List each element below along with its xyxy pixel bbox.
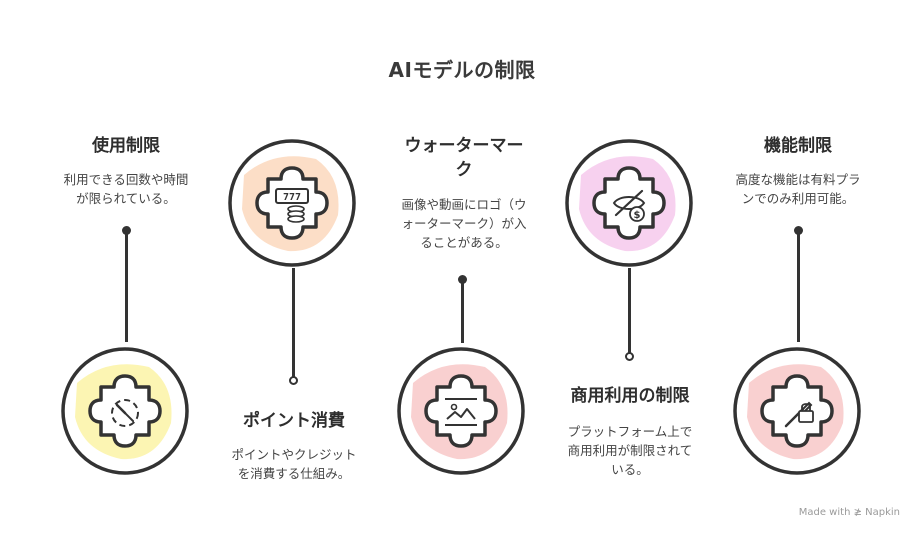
desc-line: 利用できる回数や時間	[63, 172, 189, 187]
image-watermark-icon	[445, 398, 477, 426]
heading-watermark: ウォーターマー ク	[386, 134, 542, 182]
connector-line	[628, 268, 631, 354]
desc-line: ることがある。	[420, 235, 508, 250]
desc-line: ポイントやクレジット	[231, 447, 357, 462]
heading-line: ク	[455, 160, 473, 180]
desc-line: ォーターマーク）が入	[401, 216, 527, 231]
heading-commercial-use: 商用利用の制限	[570, 386, 690, 406]
connector-end-ring	[625, 352, 634, 361]
heading-point-consumption: ポイント消費	[243, 411, 345, 431]
desc-line: 高度な機能は有料プラ	[735, 172, 861, 187]
desc-feature-limit: 高度な機能は有料プラ ンでのみ利用可能。	[708, 170, 888, 208]
desc-watermark: 画像や動画にロゴ（ウ ォーターマーク）が入 ることがある。	[374, 195, 554, 252]
connector-end-ring	[289, 376, 298, 385]
puzzle-piece-icon	[88, 374, 162, 448]
puzzle-piece-icon	[424, 374, 498, 448]
puzzle-piece-icon	[760, 374, 834, 448]
node-usage-limit	[57, 343, 193, 479]
no-money-icon: $	[612, 189, 646, 222]
desc-line: が限られている。	[76, 191, 176, 206]
connector-line	[125, 230, 128, 342]
connector-line	[461, 279, 464, 343]
desc-line: 画像や動画にロゴ（ウ	[401, 197, 527, 212]
connector-line	[292, 268, 295, 378]
desc-usage-limit: 利用できる回数や時間 が限られている。	[36, 170, 216, 208]
desc-point-consumption: ポイントやクレジット を消費する仕組み。	[204, 445, 384, 483]
timer-icon	[111, 399, 139, 427]
heading-feature-limit: 機能制限	[764, 136, 832, 156]
napkin-watermark: Made with ≱ Napkin	[798, 507, 900, 518]
heading-line: ウォーターマー	[404, 136, 524, 156]
connector-line	[797, 230, 800, 342]
desc-line: を消費する仕組み。	[237, 466, 351, 481]
desc-line: いる。	[611, 462, 649, 477]
node-feature-limit	[729, 343, 865, 479]
desc-line: 商用利用が制限されて	[567, 443, 693, 458]
desc-line: プラットフォーム上で	[567, 424, 693, 439]
node-commercial-use: $	[561, 135, 697, 271]
slot-machine-coins-icon: 777	[275, 188, 309, 223]
svg-text:$: $	[634, 210, 641, 221]
heading-usage-limit: 使用制限	[92, 136, 160, 156]
desc-line: ンでのみ利用可能。	[741, 191, 855, 206]
node-point-consumption: 777	[224, 135, 360, 271]
svg-text:777: 777	[283, 192, 301, 203]
locked-feature-icon	[784, 401, 814, 428]
diagram-title: AIモデルの制限	[388, 58, 536, 82]
node-watermark	[393, 343, 529, 479]
desc-commercial-use: プラットフォーム上で 商用利用が制限されて いる。	[540, 422, 720, 479]
